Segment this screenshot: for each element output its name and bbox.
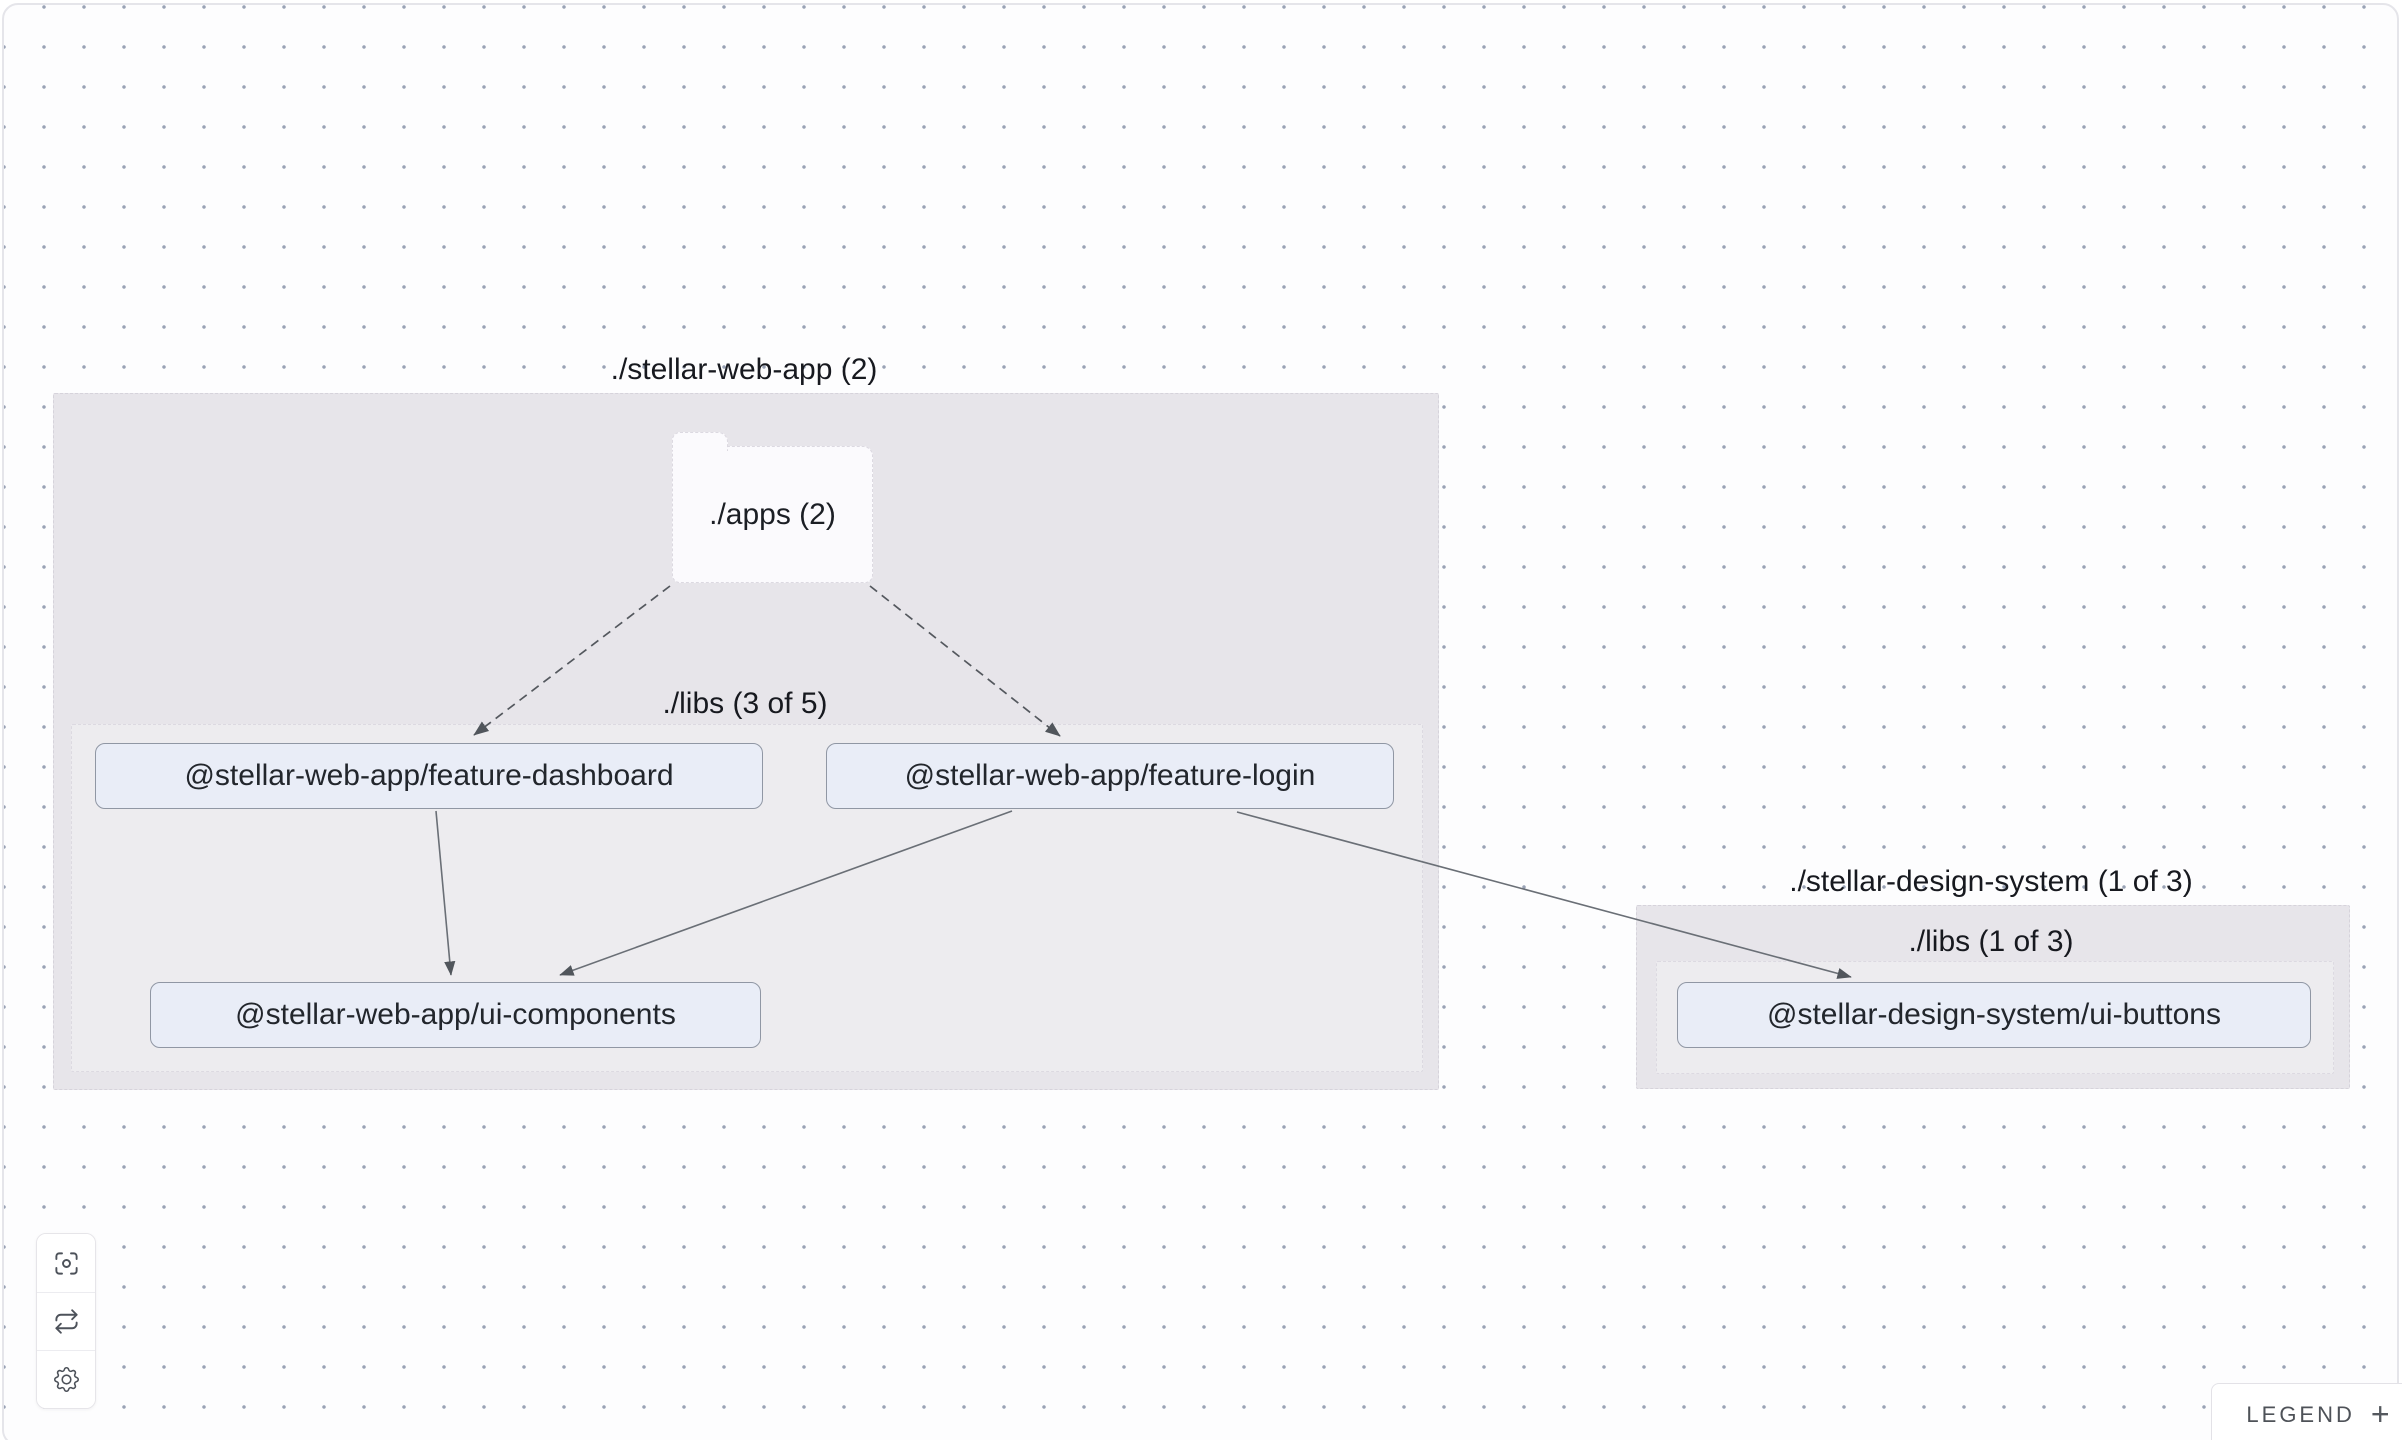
folder-tab — [672, 432, 728, 451]
settings-button[interactable] — [37, 1350, 95, 1408]
gear-icon — [53, 1367, 79, 1392]
focus-icon — [53, 1250, 80, 1277]
plus-icon: + — [2370, 1395, 2390, 1432]
node-ui-components[interactable]: @stellar-web-app/ui-components — [150, 982, 761, 1048]
node-feature-login[interactable]: @stellar-web-app/feature-login — [826, 743, 1394, 809]
folder-body: ./apps (2) — [672, 446, 873, 583]
canvas-toolbar — [36, 1233, 96, 1409]
node-feature-dashboard-label: @stellar-web-app/feature-dashboard — [184, 759, 674, 792]
group-label-design-system-libs: ./libs (1 of 3) — [1908, 925, 2074, 958]
legend-toggle[interactable]: LEGEND + — [2211, 1383, 2402, 1440]
folder-apps-label: ./apps (2) — [709, 497, 836, 531]
group-label-stellar-web-app: ./stellar-web-app (2) — [610, 353, 878, 386]
node-ui-buttons-label: @stellar-design-system/ui-buttons — [1767, 998, 2221, 1031]
folder-apps[interactable]: ./apps (2) — [672, 432, 873, 583]
node-ui-components-label: @stellar-web-app/ui-components — [235, 998, 676, 1031]
node-ui-buttons[interactable]: @stellar-design-system/ui-buttons — [1677, 982, 2311, 1048]
group-label-web-app-libs: ./libs (3 of 5) — [662, 687, 828, 720]
refresh-button[interactable] — [37, 1292, 95, 1350]
legend-label: LEGEND — [2246, 1402, 2355, 1427]
refresh-icon — [53, 1308, 80, 1335]
node-feature-login-label: @stellar-web-app/feature-login — [904, 759, 1316, 792]
zoom-to-fit-button[interactable] — [37, 1234, 95, 1292]
node-feature-dashboard[interactable]: @stellar-web-app/feature-dashboard — [95, 743, 763, 809]
group-label-stellar-design-system: ./stellar-design-system (1 of 3) — [1789, 865, 2193, 898]
